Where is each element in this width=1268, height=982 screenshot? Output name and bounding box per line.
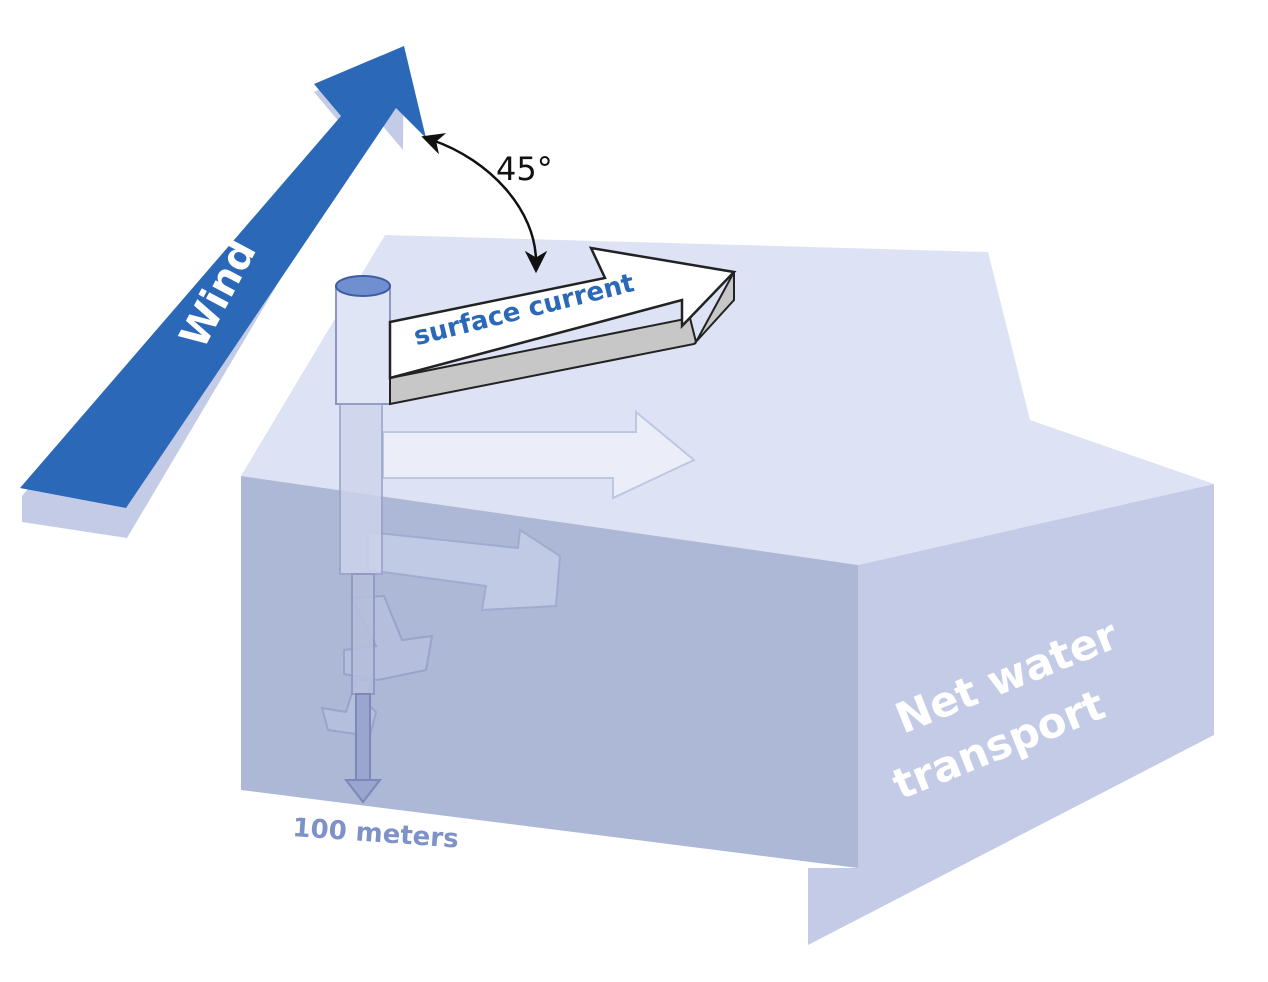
- angle-label: 45°: [496, 150, 553, 188]
- surface-current-arrow: [388, 246, 737, 380]
- water-column-top: [335, 275, 391, 297]
- depth-arrowhead: [343, 779, 383, 804]
- net-transport-arrow-face: [808, 484, 1214, 945]
- spiral-arrow-layer-2: [382, 409, 696, 500]
- angle-arc-arrow: [421, 133, 548, 274]
- water-column-mid: [339, 403, 383, 575]
- surface-current-arrow-shadow: [389, 271, 735, 406]
- water-column-lower: [351, 573, 375, 695]
- spiral-arrow-layer-3: [367, 528, 562, 612]
- water-column-bottom: [355, 693, 371, 785]
- wind-arrow: [20, 46, 426, 508]
- depth-label: 100 meters: [292, 813, 460, 855]
- water-column-upper: [335, 285, 391, 405]
